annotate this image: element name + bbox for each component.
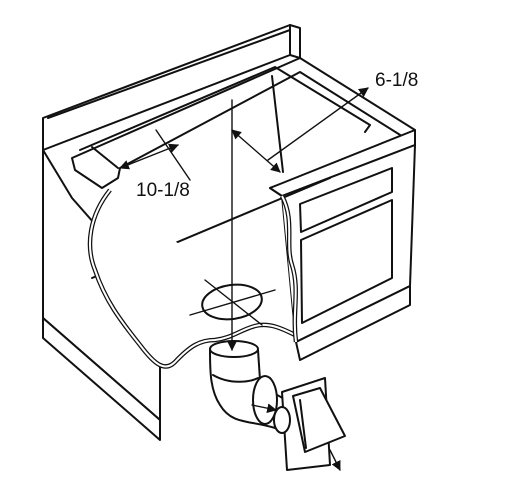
elbow-duct (209, 340, 286, 429)
depth-dimension-label: 10-1/8 (136, 180, 190, 201)
cut-away-floor (87, 177, 331, 369)
right-cabinet (269, 129, 416, 361)
cabinet-body (42, 24, 416, 441)
dimension-lines (119, 87, 369, 471)
width-dimension-label: 6-1/8 (375, 70, 418, 91)
wall-cap (273, 377, 346, 471)
